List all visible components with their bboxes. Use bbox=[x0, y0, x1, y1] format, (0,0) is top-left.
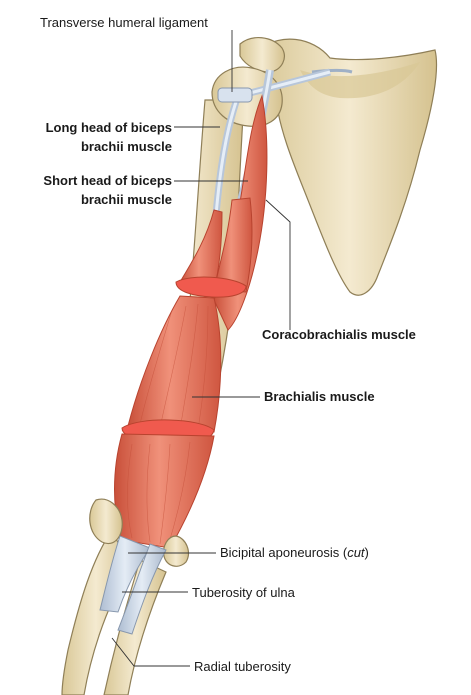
biceps-lower-fibers bbox=[127, 441, 191, 547]
coracoid-process bbox=[239, 37, 285, 73]
biceps-short-head-upper bbox=[213, 197, 253, 293]
label-bicipital-aponeurosis: Bicipital aponeurosis (cut) bbox=[220, 545, 369, 561]
transverse-ligament-band bbox=[217, 87, 253, 103]
label-brachialis-muscle: Brachialis muscle bbox=[264, 389, 375, 404]
lateral-epicondyle bbox=[163, 535, 189, 567]
label-radial-tuberosity: Radial tuberosity bbox=[194, 659, 291, 674]
label-bicipital-cut: cut bbox=[347, 545, 365, 560]
label-bicipital-prefix: Bicipital aponeurosis ( bbox=[220, 545, 348, 560]
radius bbox=[103, 559, 167, 695]
scapula bbox=[261, 38, 438, 296]
leader-radial-tuberosity bbox=[111, 637, 190, 667]
label-long-head-line1: Long head of biceps bbox=[45, 120, 172, 135]
leader-coracobrachialis bbox=[265, 199, 291, 330]
scapula-spine-shade bbox=[300, 62, 420, 99]
elbow-epicondyle bbox=[89, 498, 123, 545]
label-short-head-line2: brachii muscle bbox=[80, 192, 172, 207]
leader-lines bbox=[111, 30, 291, 667]
brachialis-fibers bbox=[139, 303, 209, 431]
label-coracobrachialis-muscle: Coracobrachialis muscle bbox=[262, 327, 416, 342]
label-short-head-line1: Short head of biceps bbox=[43, 173, 172, 188]
label-tuberosity-of-ulna: Tuberosity of ulna bbox=[192, 585, 295, 600]
label-long-head-line2: brachii muscle bbox=[80, 139, 172, 154]
label-bicipital-suffix: ) bbox=[364, 545, 369, 560]
bicipital-aponeurosis bbox=[99, 535, 151, 613]
distal-biceps-tendon bbox=[117, 543, 167, 635]
acromion-ligament bbox=[311, 69, 353, 74]
biceps-upper-cut-surface bbox=[175, 276, 247, 298]
biceps-lower-belly bbox=[114, 433, 215, 549]
label-transverse-humeral-ligament: Transverse humeral ligament bbox=[40, 15, 208, 30]
